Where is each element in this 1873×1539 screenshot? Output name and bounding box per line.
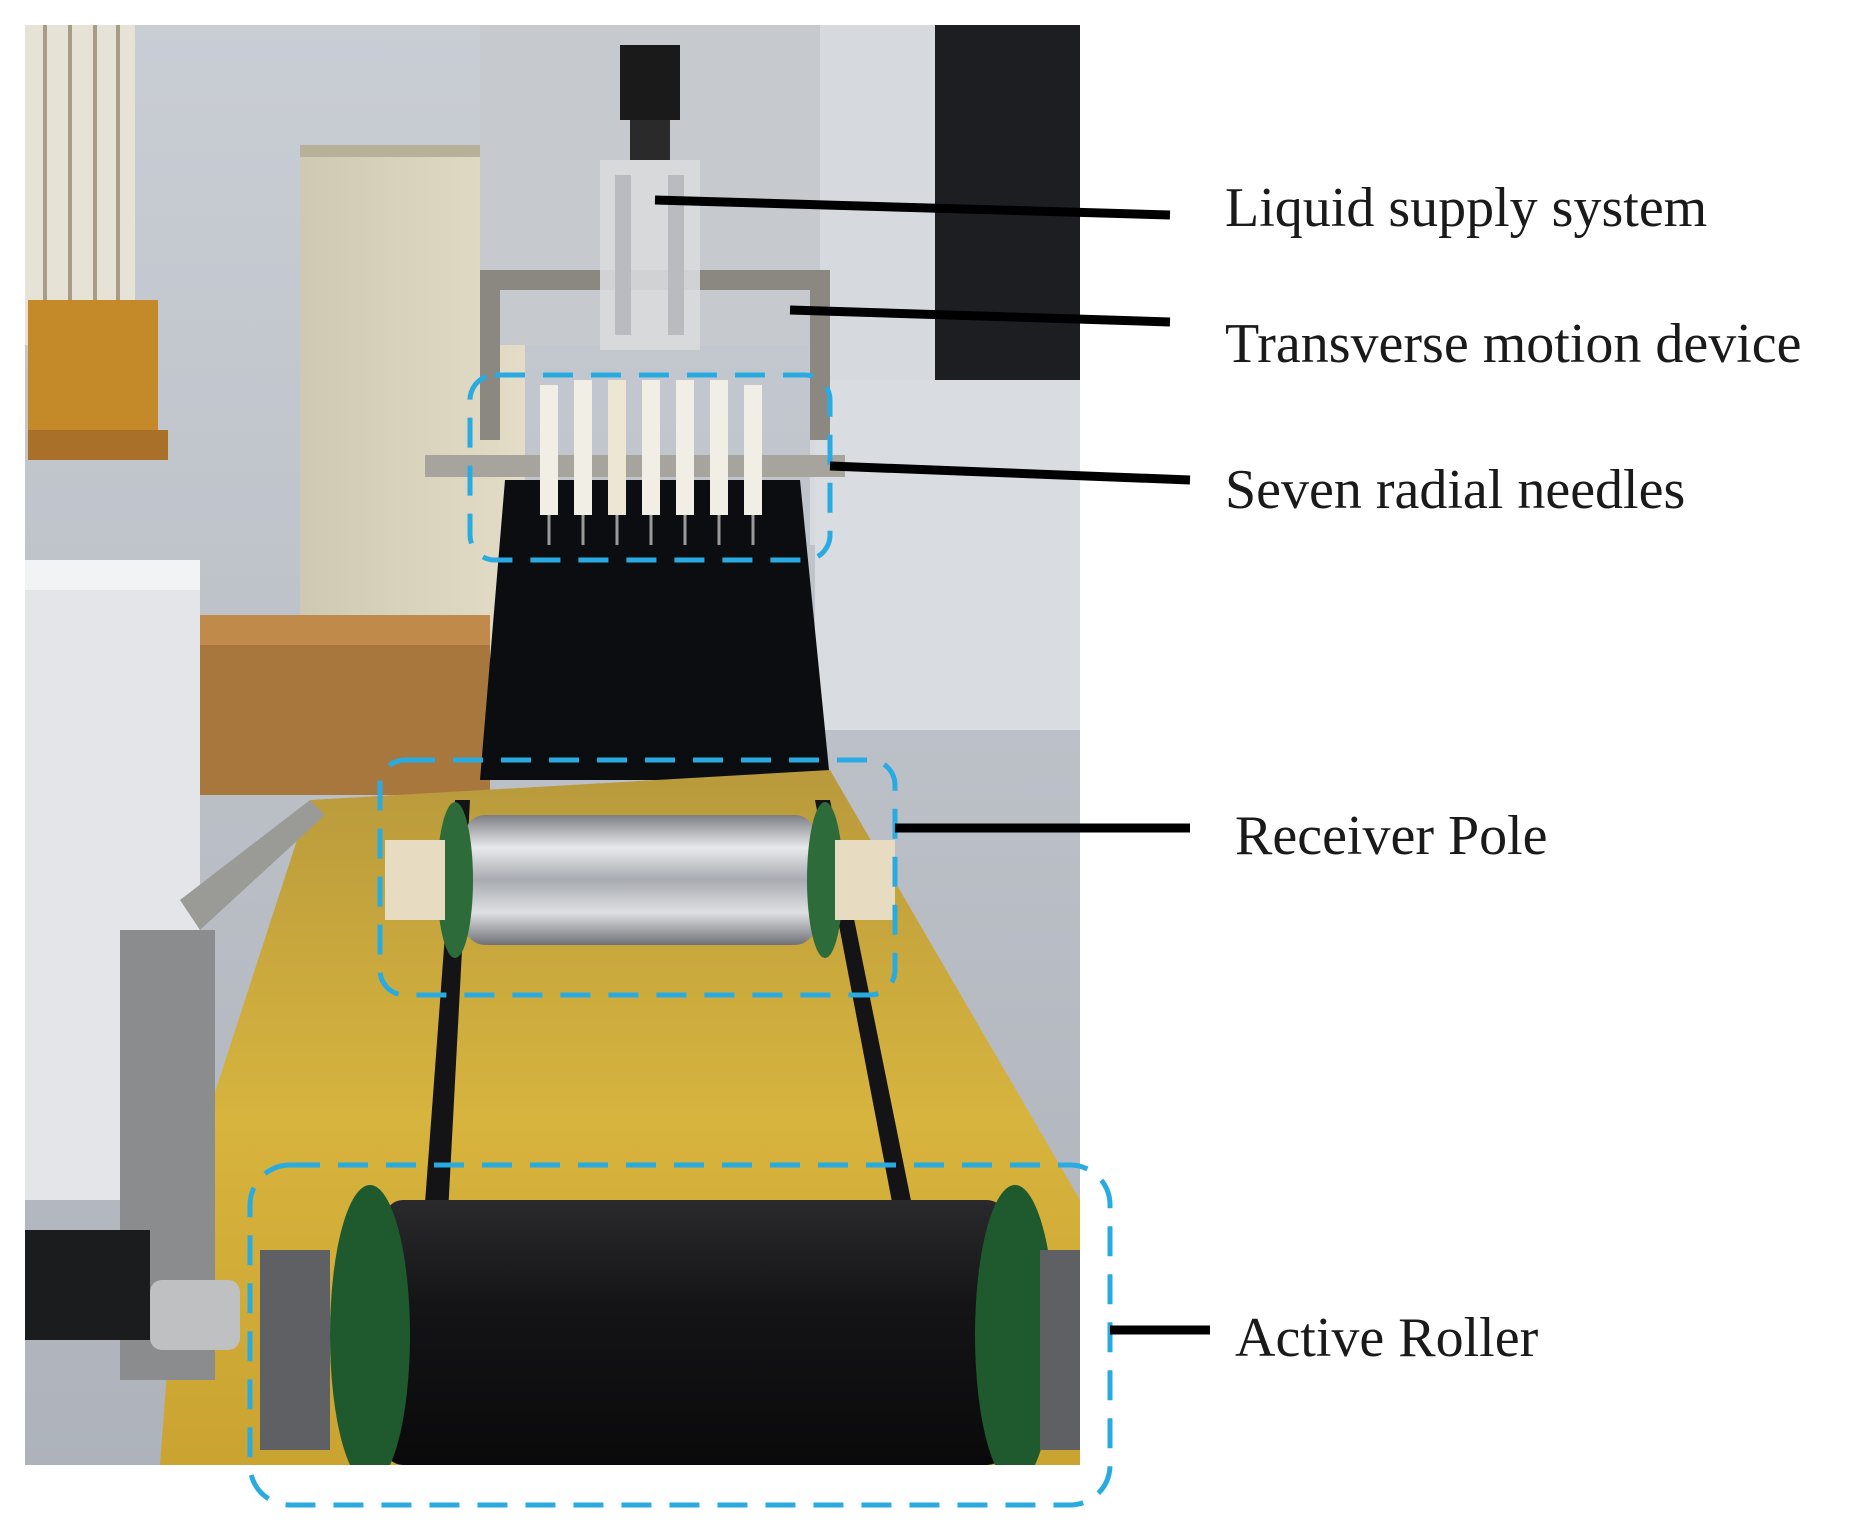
- window-blinds: [25, 25, 135, 345]
- photo-content: [25, 25, 1080, 1465]
- receiver-pole-cylinder: [385, 802, 895, 958]
- receiver-callout-box: [377, 757, 898, 998]
- leader-transverse: [789, 305, 1171, 327]
- label-seven-radial-needles: Seven radial needles: [1225, 459, 1686, 521]
- needle-array: [540, 380, 762, 545]
- leader-lines: [654, 195, 1210, 1335]
- needles-callout-box: [467, 372, 833, 563]
- label-liquid-supply-system: Liquid supply system: [1225, 177, 1708, 239]
- label-receiver-pole: Receiver Pole: [1235, 805, 1548, 867]
- active-roller-cylinder: [260, 1185, 1080, 1465]
- roller-callout-box: [247, 1162, 1113, 1508]
- label-active-roller: Active Roller: [1235, 1307, 1539, 1369]
- label-transverse-motion-device: Transverse motion device: [1225, 313, 1802, 375]
- leader-liquid-supply: [654, 195, 1171, 220]
- leader-needles: [829, 461, 1191, 485]
- callout-boxes: [247, 372, 1113, 1508]
